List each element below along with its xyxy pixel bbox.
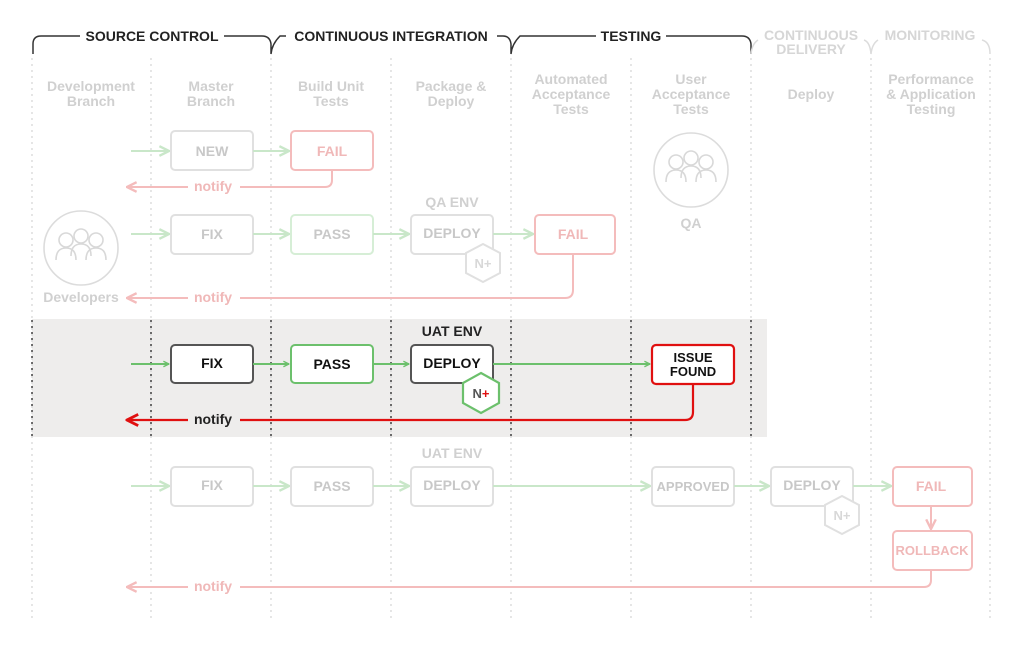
col-performance-l1: Performance [888,71,974,87]
col-performance-l2: & Application [886,86,976,102]
col-uat-l2: Acceptance [652,86,731,102]
col-master-branch-l2: Branch [187,93,235,109]
column-headers: Development Branch Master Branch Build U… [47,71,976,117]
stage-continuous-delivery-line2: DELIVERY [776,41,846,57]
highlight-band [32,319,767,437]
row4-fail-label: FAIL [916,478,947,494]
row4-deploy2-label: DEPLOY [783,477,841,493]
row2-pass-label: PASS [313,226,350,242]
row2-notify: notify [194,289,232,305]
col-package-deploy-l1: Package & [416,78,487,94]
row2-fail-box [534,214,616,255]
row2-nginx-plus-icon [465,242,501,284]
row2-deploy-label: DEPLOY [423,225,481,241]
col-build-tests-l2: Tests [313,93,349,109]
row3-deploy-label: DEPLOY [423,355,481,371]
stage-monitoring: MONITORING [885,27,976,43]
stage-source-control: SOURCE CONTROL [86,28,219,44]
stage-continuous-delivery-line1: CONTINUOUS [764,27,858,43]
col-performance-l3: Testing [907,101,956,117]
row-3: UAT ENV FIX PASS DEPLOY N+ ISSUE FOUND n… [127,323,736,427]
row3-issue-label-2: FOUND [670,364,716,379]
row1-notify: notify [194,178,232,194]
col-uat-l3: Tests [673,101,709,117]
row4-pass-label: PASS [313,478,350,494]
developers-label: Developers [43,289,119,305]
row4-approved-label: APPROVED [657,479,730,494]
column-dividers-highlight [31,320,752,436]
row1-new-label: NEW [196,143,229,159]
row4-nginx-plus-icon [824,494,860,536]
stage-brackets [32,35,991,55]
row4-notify: notify [194,578,232,594]
row4-env: UAT ENV [422,445,483,461]
row4-badge: N+ [834,508,851,523]
col-dev-branch-l2: Branch [67,93,115,109]
row3-badge: N+ [473,386,490,401]
row3-nginx-plus-icon [461,371,501,415]
col-master-branch-l1: Master [188,78,234,94]
row3-pass-label: PASS [313,356,350,372]
row-2: QA ENV FIX PASS DEPLOY N+ FAIL notify [127,194,616,305]
qa-icon [653,132,729,208]
row2-fix-label: FIX [201,226,223,242]
col-deploy: Deploy [788,86,835,102]
stage-continuous-integration: CONTINUOUS INTEGRATION [294,28,487,44]
stage-testing: TESTING [601,28,662,44]
row-4: UAT ENV FIX PASS DEPLOY APPROVED DEPLOY … [127,445,973,594]
row2-env: QA ENV [425,194,479,210]
row4-rollback-box [892,530,973,571]
col-automated-l1: Automated [534,71,607,87]
row3-env: UAT ENV [422,323,483,339]
row4-deploy-label: DEPLOY [423,477,481,493]
row-1: NEW FAIL notify [127,130,374,194]
row4-rollback-label: ROLLBACK [896,543,970,558]
row1-fail-label: FAIL [317,143,348,159]
qa-label: QA [681,215,702,231]
col-package-deploy-l2: Deploy [428,93,475,109]
row3-issue-label-1: ISSUE [673,350,712,365]
col-uat-l1: User [675,71,707,87]
col-automated-l2: Acceptance [532,86,611,102]
row2-fail-label: FAIL [558,226,589,242]
row4-fix-label: FIX [201,477,223,493]
col-automated-l3: Tests [553,101,589,117]
row3-notify: notify [194,411,232,427]
col-build-tests-l1: Build Unit [298,78,364,94]
row4-fail-box [892,466,973,507]
col-dev-branch-l1: Development [47,78,135,94]
developers-icon [43,210,119,286]
row3-fix-label: FIX [201,355,223,371]
row2-badge: N+ [475,256,492,271]
